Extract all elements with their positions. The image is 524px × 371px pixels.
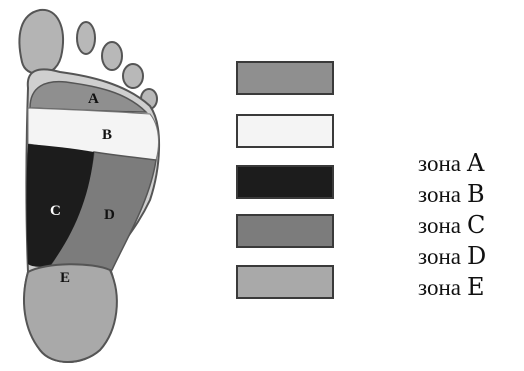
legend-letter: E — [467, 272, 485, 303]
swatch-zone-b — [236, 114, 334, 148]
legend-prefix: зона — [418, 272, 461, 303]
legend-letter: C — [467, 210, 485, 241]
foot-label-b: B — [102, 127, 112, 143]
legend-prefix: зона — [418, 179, 461, 210]
legend-item-b: зона B — [418, 179, 486, 210]
legend-letter: B — [467, 179, 485, 210]
legend-prefix: зона — [418, 148, 461, 179]
swatch-zone-e — [236, 265, 334, 299]
legend-letter: A — [467, 148, 484, 179]
legend-item-c: зона C — [418, 210, 486, 241]
zone-e-region — [24, 264, 117, 362]
fourth-toe — [123, 64, 143, 88]
foot-label-e: E — [60, 270, 70, 286]
second-toe — [77, 22, 95, 54]
legend: зона A зона B зона C зона D зона E — [418, 148, 486, 303]
foot-label-d: D — [104, 207, 115, 223]
big-toe — [19, 10, 63, 74]
legend-item-a: зона A — [418, 148, 486, 179]
legend-item-e: зона E — [418, 272, 486, 303]
swatch-zone-d — [236, 214, 334, 248]
legend-prefix: зона — [418, 210, 461, 241]
legend-letter: D — [467, 241, 486, 272]
legend-prefix: зона — [418, 241, 461, 272]
foot-label-c: C — [50, 203, 61, 219]
swatch-zone-c — [236, 165, 334, 199]
swatch-zone-a — [236, 61, 334, 95]
legend-item-d: зона D — [418, 241, 486, 272]
third-toe — [102, 42, 122, 70]
foot-label-a: A — [88, 91, 99, 107]
